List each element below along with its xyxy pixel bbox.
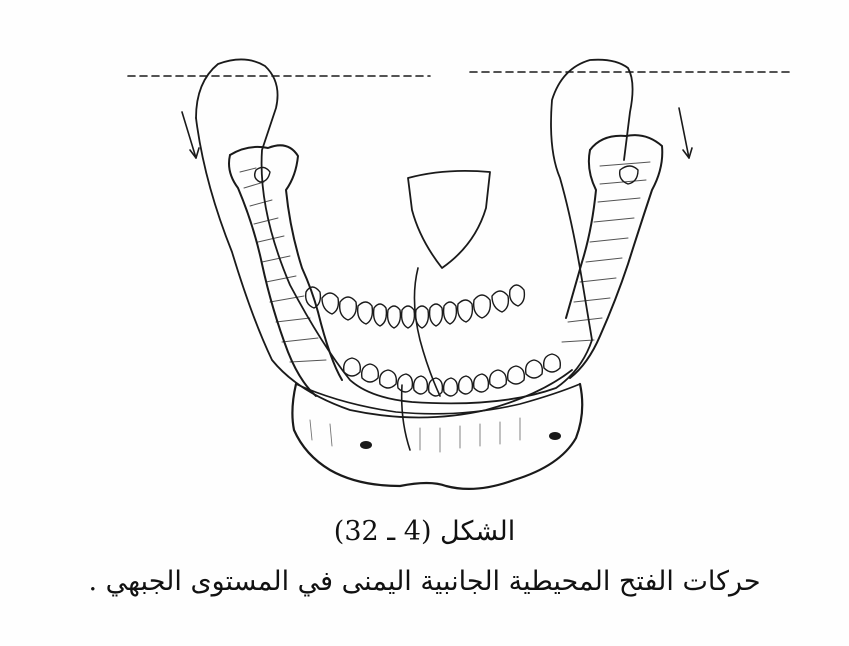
original-mandible-outline — [196, 59, 633, 403]
mandible-diagram — [0, 0, 849, 500]
right-down-arrow-icon — [679, 108, 692, 158]
lower-teeth — [344, 354, 561, 396]
figure-number: الشكل (4 ـ 32) — [0, 516, 849, 547]
right-foramen — [550, 433, 560, 439]
shield-icon — [408, 171, 490, 268]
figure-caption: حركات الفتح المحيطية الجانبية اليمنى في … — [0, 566, 849, 597]
left-ramus-hatching — [240, 168, 326, 362]
midline-curve — [402, 268, 440, 450]
displaced-mandible-line — [196, 118, 572, 418]
left-foramen — [361, 442, 371, 448]
body-hatching — [310, 418, 520, 452]
right-ramus-hatching — [562, 162, 650, 342]
